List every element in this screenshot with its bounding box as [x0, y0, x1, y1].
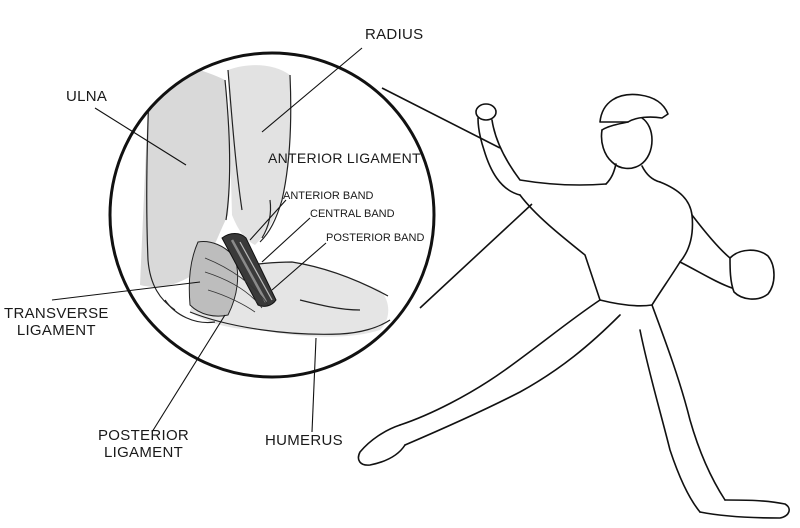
leader-humerus — [311, 337, 317, 433]
pitcher-figure — [357, 93, 790, 519]
front-leg — [651, 304, 726, 501]
label-anterior-ligament: ANTERIOR LIGAMENT — [268, 150, 421, 166]
front-foot — [699, 499, 790, 519]
zoom-connector-bottom — [419, 203, 533, 309]
throwing-arm — [491, 119, 607, 186]
leader-transverse-ligament — [51, 281, 201, 301]
humerus-bone — [190, 262, 389, 337]
label-posterior-ligament-line2: LIGAMENT — [103, 444, 184, 462]
zoom-connector-top — [381, 87, 501, 149]
radius-bone — [228, 65, 291, 245]
label-posterior-ligament-line1: POSTERIOR — [98, 427, 190, 444]
leader-radius — [261, 47, 363, 133]
label-transverse-ligament-line2: LIGAMENT — [16, 322, 96, 340]
back-foot — [357, 424, 406, 466]
back-leg — [399, 299, 601, 426]
label-anterior-band: ANTERIOR BAND — [283, 190, 374, 202]
magnifier-circle-border — [108, 51, 436, 379]
pitcher-cap — [599, 93, 669, 123]
magnified-elbow — [140, 59, 391, 337]
label-central-band: CENTRAL BAND — [310, 208, 395, 220]
pitcher-head — [600, 117, 653, 170]
label-posterior-ligament: POSTERIOR LIGAMENT — [98, 427, 189, 462]
pitcher-torso — [519, 194, 601, 301]
label-ulna: ULNA — [66, 88, 108, 105]
label-transverse-ligament-line1: TRANSVERSE — [4, 305, 109, 322]
leader-posterior-band — [271, 242, 327, 291]
glove — [729, 249, 775, 300]
glove-arm — [691, 214, 731, 259]
ulna-bone — [140, 60, 231, 287]
baseball — [475, 103, 497, 121]
leader-ulna — [94, 107, 187, 166]
label-radius: RADIUS — [365, 26, 424, 43]
leader-central-band — [261, 217, 311, 263]
leader-posterior-ligament — [151, 314, 226, 433]
label-transverse-ligament: TRANSVERSE LIGAMENT — [4, 305, 109, 340]
leader-anterior-band — [249, 199, 287, 241]
label-posterior-band: POSTERIOR BAND — [326, 232, 425, 244]
transverse-ligament-shape — [188, 241, 239, 317]
label-humerus: HUMERUS — [265, 432, 343, 449]
